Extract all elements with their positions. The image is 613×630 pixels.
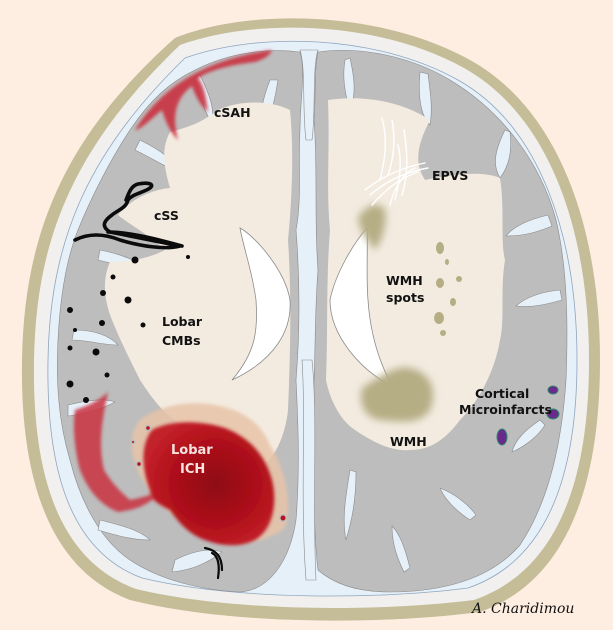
microinfarct xyxy=(496,428,508,446)
microbleed xyxy=(124,296,132,304)
siderosis-bottom xyxy=(203,546,224,580)
microbleed xyxy=(131,256,139,264)
microbleed xyxy=(83,397,89,403)
label-csah: cSAH xyxy=(214,105,251,120)
label-wmh-spots-1: WMH xyxy=(386,273,423,288)
interhemispheric-fissure xyxy=(299,49,319,581)
label-lobar-cmbs-2: CMBs xyxy=(162,333,201,348)
label-lobar-cmbs-1: Lobar xyxy=(162,314,203,329)
cortical-subarachnoid-hemorrhage xyxy=(135,50,272,140)
label-wmh: WMH xyxy=(390,434,427,449)
lobar-microbleeds xyxy=(66,255,190,403)
lobar-intracerebral-hemorrhage xyxy=(143,422,275,546)
microbleed xyxy=(186,255,190,259)
label-cortical-1: Cortical xyxy=(475,386,529,401)
csah-lower-left xyxy=(73,392,160,512)
ich-satellite-bleeds xyxy=(130,424,287,522)
author-signature: A. Charidimou xyxy=(470,601,574,617)
microbleed xyxy=(140,322,146,328)
label-cortical-2: Microinfarcts xyxy=(459,402,552,417)
microbleed xyxy=(67,345,73,351)
cortical-superficial-siderosis xyxy=(73,181,182,250)
css-loop xyxy=(106,230,184,248)
microinfarct xyxy=(547,385,559,395)
cortical-microinfarcts xyxy=(496,385,560,446)
label-epvs: EPVS xyxy=(432,168,468,183)
label-lobar-ich-2: ICH xyxy=(180,462,205,477)
white-matter-left xyxy=(104,102,293,470)
wmh-spots xyxy=(434,242,462,336)
label-lobar-ich-1: Lobar xyxy=(171,443,213,458)
microbleed xyxy=(104,372,110,378)
microbleed xyxy=(66,380,74,388)
microinfarct xyxy=(546,408,560,420)
microbleed xyxy=(67,307,73,313)
sulci-right xyxy=(343,57,563,573)
label-css: cSS xyxy=(154,208,179,223)
microbleed xyxy=(100,290,106,296)
left-lateral-ventricle xyxy=(231,227,291,381)
white-matter-hyperintensities xyxy=(358,204,434,422)
microbleed xyxy=(110,274,116,280)
label-wmh-spots-2: spots xyxy=(386,290,424,305)
microbleed xyxy=(73,328,77,332)
enlarged-perivascular-spaces xyxy=(364,117,429,206)
microbleed xyxy=(92,348,100,356)
microbleed xyxy=(99,320,105,326)
